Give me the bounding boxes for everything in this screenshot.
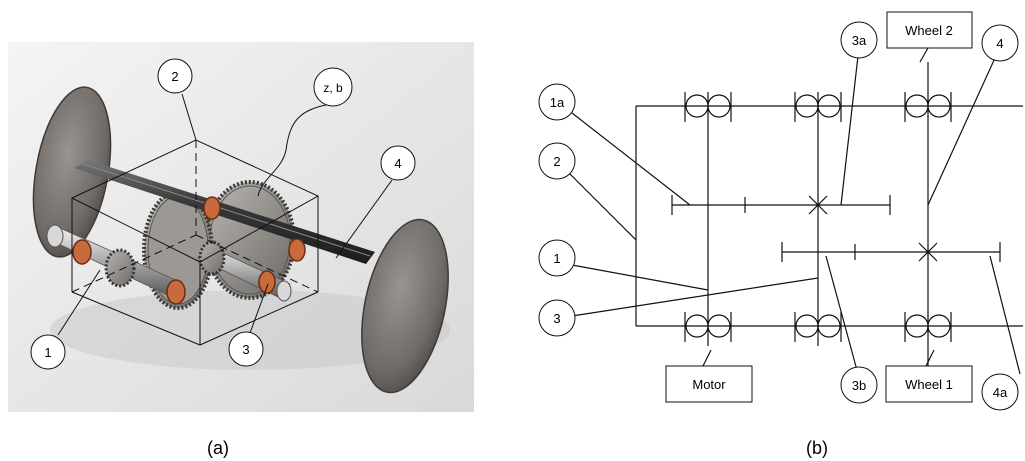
- panel-a-render: 2 z, b 4 1 3 (a): [8, 42, 474, 458]
- panel-a-leaders: [57, 93, 393, 336]
- wheel-shaft: [74, 160, 375, 264]
- callout-1b: 1: [538, 239, 576, 277]
- bearing-bottom-3: [794, 312, 842, 342]
- bearing-bottom-4: [904, 312, 952, 342]
- wheel-2-box: Wheel 2: [886, 11, 973, 49]
- svg-text:1a: 1a: [550, 95, 565, 110]
- bearing: [258, 270, 276, 294]
- svg-text:z, b: z, b: [323, 81, 343, 95]
- svg-text:Wheel 1: Wheel 1: [905, 377, 953, 392]
- motor-box: Motor: [665, 365, 753, 403]
- callout-2b: 2: [538, 142, 576, 180]
- bearing-bottom-1: [684, 312, 732, 342]
- svg-text:2: 2: [171, 69, 178, 84]
- caption-a: (a): [207, 438, 229, 458]
- svg-text:3: 3: [553, 311, 560, 326]
- callout-3a: 3a: [840, 21, 878, 59]
- svg-text:3: 3: [242, 342, 249, 357]
- bearing-top-4: [904, 92, 952, 122]
- floor-shadow: [50, 290, 450, 370]
- right-wheel: [361, 218, 449, 394]
- callout-4: 4: [380, 145, 416, 181]
- bearing: [166, 279, 186, 305]
- bearing: [203, 196, 221, 220]
- pinion-gear: [104, 248, 136, 288]
- callout-4a: 4a: [981, 373, 1019, 411]
- callout-3: 3: [228, 331, 264, 367]
- wheel-1-box: Wheel 1: [885, 365, 973, 403]
- panel-b-callouts: 1a 2 1 3 3a 4 3b 4a: [538, 21, 1019, 411]
- svg-text:Wheel 2: Wheel 2: [905, 23, 953, 38]
- svg-text:1: 1: [44, 345, 51, 360]
- svg-text:4: 4: [996, 36, 1003, 51]
- callout-2: 2: [157, 58, 193, 94]
- bearing: [288, 238, 306, 262]
- svg-text:4a: 4a: [993, 385, 1008, 400]
- svg-text:Motor: Motor: [692, 377, 726, 392]
- svg-text:3a: 3a: [852, 33, 867, 48]
- bearing: [72, 239, 92, 265]
- callout-3b: 3b: [840, 366, 878, 404]
- callout-4b: 4: [981, 24, 1019, 62]
- svg-text:4: 4: [394, 156, 401, 171]
- bearing-top-3: [794, 92, 842, 122]
- callout-3b-left: 3: [538, 299, 576, 337]
- housing-box: [70, 139, 320, 346]
- caption-b: (b): [806, 438, 828, 458]
- callout-z-b: z, b: [313, 67, 353, 107]
- panel-b-schematic: [569, 47, 1023, 380]
- svg-text:1: 1: [553, 251, 560, 266]
- bearing-top-1: [684, 92, 732, 122]
- svg-text:2: 2: [553, 154, 560, 169]
- callout-1: 1: [30, 334, 66, 370]
- svg-text:3b: 3b: [852, 378, 866, 393]
- callout-1a: 1a: [538, 83, 576, 121]
